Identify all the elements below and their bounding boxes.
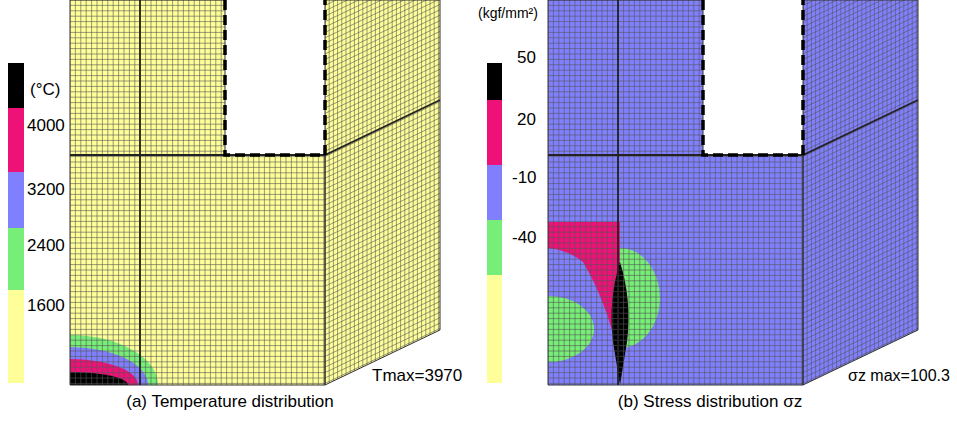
- color-bar-segment: [8, 63, 24, 108]
- plot-label: 3200: [27, 180, 65, 200]
- plot-label: σz max=100.3: [848, 367, 950, 385]
- mesh-model: [548, 0, 918, 421]
- notch-outline: [225, 0, 325, 155]
- contour-region: [70, 347, 148, 385]
- contour-region: [70, 335, 158, 385]
- panel-caption: (a) Temperature distribution: [60, 392, 400, 412]
- plot-label: (kgf/mm²): [478, 5, 538, 21]
- color-bar-segment: [8, 108, 24, 172]
- color-bar-segment: [487, 220, 502, 275]
- panel-caption: (b) Stress distribution σz: [540, 392, 880, 412]
- color-bar-segment: [487, 100, 502, 165]
- contour-region: [612, 262, 629, 385]
- plot-label: 50: [517, 48, 536, 68]
- plot-label: 1600: [27, 296, 65, 316]
- color-bar-segment: [8, 172, 24, 228]
- plot-label: Tmax=3970: [372, 366, 462, 386]
- plot-label: 2400: [27, 236, 65, 256]
- plot-label: 4000: [27, 116, 65, 136]
- mesh-model: [70, 0, 440, 421]
- color-bar-segment: [487, 165, 502, 220]
- color-bar-segment: [487, 63, 502, 100]
- notch-outline: [703, 0, 803, 155]
- plot-label: (°C): [30, 80, 60, 100]
- plot-label: -40: [512, 228, 537, 248]
- color-bar-segment: [8, 290, 24, 383]
- color-bar: [487, 63, 502, 383]
- plot-label: 20: [517, 110, 536, 130]
- plot-label: -10: [512, 168, 537, 188]
- contour-region: [70, 359, 138, 385]
- color-bar-segment: [487, 275, 502, 383]
- contour-region: [548, 296, 594, 362]
- color-bar-segment: [8, 228, 24, 290]
- contour-region: [70, 372, 128, 385]
- color-bar: [8, 63, 24, 383]
- contour-region: [548, 296, 594, 362]
